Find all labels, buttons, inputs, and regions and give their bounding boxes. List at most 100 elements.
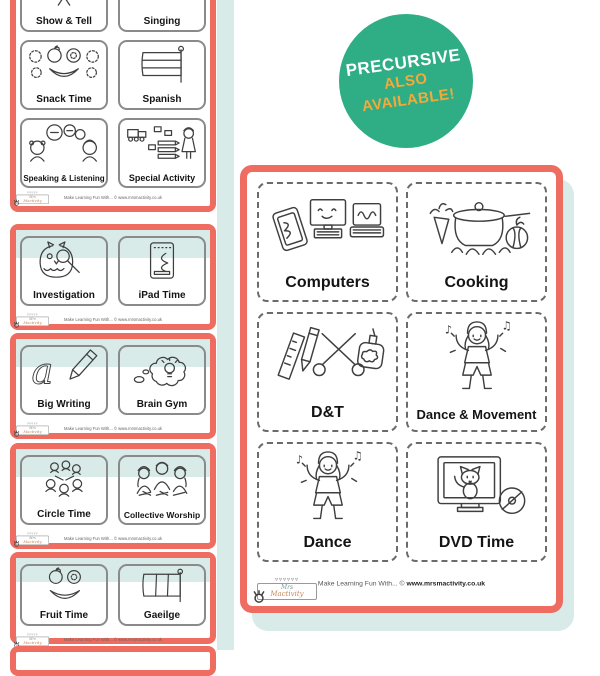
hedgehog-icon [13,430,20,437]
card-cooking: Cooking [406,182,547,302]
left-column-mint-strip [217,0,234,650]
svg-text:♪: ♪ [295,452,302,466]
dancing-girl-icon: ♪ ♫ [295,450,362,520]
snack-time-icon [29,45,99,78]
bunting-icon: ▿▿▿▿▿ [26,532,39,536]
card-label: Speaking & Listening [23,174,105,183]
card-big-writing: a Big Writing [20,345,108,415]
thought-bulb-icon [133,356,186,387]
dancing-girl-icon: ♪ ♫ [444,320,511,390]
hedgehog-icon [13,321,20,328]
card-label: D&T [311,404,344,421]
card-circle-time: Circle Time [20,455,108,525]
card-label: Cooking [444,274,509,291]
card-collective-worship: Collective Worship [118,455,206,525]
card-label: Show & Tell [36,16,92,27]
card-dance: ♪ ♫ Dance [257,442,398,562]
card-fruit-time: Fruit Time [20,564,108,626]
card-dvd-time: DVD Time [406,442,547,562]
card-label: Circle Time [37,509,91,520]
card-brain-gym: Brain Gym [118,345,206,415]
tablet-icon [149,242,175,279]
spanish-flag-icon [141,45,185,83]
card-label: Dance [303,534,352,551]
svg-text:♪: ♪ [444,322,451,336]
singing-icon: ♪ ♫ ♪ ♪ [122,0,202,8]
card-ipad-time: iPad Time [118,236,206,306]
card-label: Gaeilge [143,610,181,621]
preview-sheet-1: Show & Tell ♪ ♫ ♪ ♪ Singing [10,0,216,212]
card-label: Brain Gym [136,399,188,410]
mint-band [16,449,210,477]
craft-tools-icon [276,326,384,380]
card-investigation: Investigation [20,236,108,306]
hedgehog-icon [13,540,20,547]
svg-text:a: a [32,349,54,391]
card-dance-movement: ♪ ♫ Dance & Movement [406,312,547,432]
card-label: Big Writing [37,399,91,410]
children-sitting-icon [136,461,188,496]
mint-band [16,339,210,367]
bunting-icon: ▿▿▿▿▿ [26,191,39,195]
owl-magnifier-icon [39,241,80,278]
card-computers: Computers [257,182,398,302]
card-speaking-listening: Speaking & Listening [20,118,108,188]
speaking-listening-icon [29,124,97,162]
fruit-icon [48,567,81,599]
footer-url: www.mrsmactivity.co.uk [406,579,486,588]
bunting-icon: ▿▿▿▿▿ [26,313,39,317]
bunting-icon: ▿▿▿▿▿▿ [274,577,300,583]
card-label: Dance & Movement [416,407,537,422]
hedgehog-icon [13,199,20,206]
footer-credit: Make Learning Fun With... © www.mrsmacti… [317,579,486,588]
svg-text:♫: ♫ [352,450,362,463]
mint-band [16,558,210,582]
card-dt: D&T [257,312,398,432]
card-label: Singing [143,16,181,27]
computers-icon [271,199,384,252]
card-label: Snack Time [36,94,92,105]
cooking-pot-icon [429,201,530,255]
card-label: Investigation [33,290,95,301]
card-show-and-tell: Show & Tell [20,0,108,32]
preview-sheet-6 [10,646,216,676]
footer-credit: Make Learning Fun With... © www.mrsmacti… [63,426,163,431]
card-label: Collective Worship [123,510,201,520]
card-label: Computers [285,274,370,291]
footer-credit: Make Learning Fun With... © www.mrsmacti… [63,637,163,642]
card-label: iPad Time [138,290,186,301]
card-snack-time: Snack Time [20,40,108,110]
special-activity-icon [127,126,196,159]
precursive-badge: PRECURSIVE ALSO AVAILABLE! [339,14,473,148]
footer-credit: Make Learning Fun With... © www.mrsmacti… [63,195,163,200]
main-preview-sheet: Computers Cooking [240,165,563,613]
children-circle-icon [45,460,83,497]
footer-credit: Make Learning Fun With... © www.mrsmacti… [63,536,163,541]
bunting-icon: ▿▿▿▿▿ [26,633,39,637]
irish-flag-icon [142,568,184,603]
hedgehog-icon [253,589,265,603]
preview-sheet-4: Circle Time Collective Worship ▿▿▿▿▿ Mrs… [10,443,216,549]
card-special-activity: Special Activity [118,118,206,188]
svg-text:♫: ♫ [501,320,511,333]
card-singing: ♪ ♫ ♪ ♪ Singing [118,0,206,32]
footer-credit: Make Learning Fun With... © www.mrsmacti… [63,317,163,322]
card-label: Spanish [142,94,182,105]
card-spanish: Spanish [118,40,206,110]
card-label: Fruit Time [39,610,89,621]
cursive-a-pencil-icon: a [31,349,98,391]
tv-fox-icon [436,456,525,515]
preview-sheet-3: a Big Writing Brain Gym ▿▿▿ [10,333,216,439]
card-gaeilge: Gaeilge [118,564,206,626]
bunting-icon: ▿▿▿▿▿ [26,422,39,426]
show-and-tell-icon [57,0,71,6]
card-label: Special Activity [128,173,196,183]
